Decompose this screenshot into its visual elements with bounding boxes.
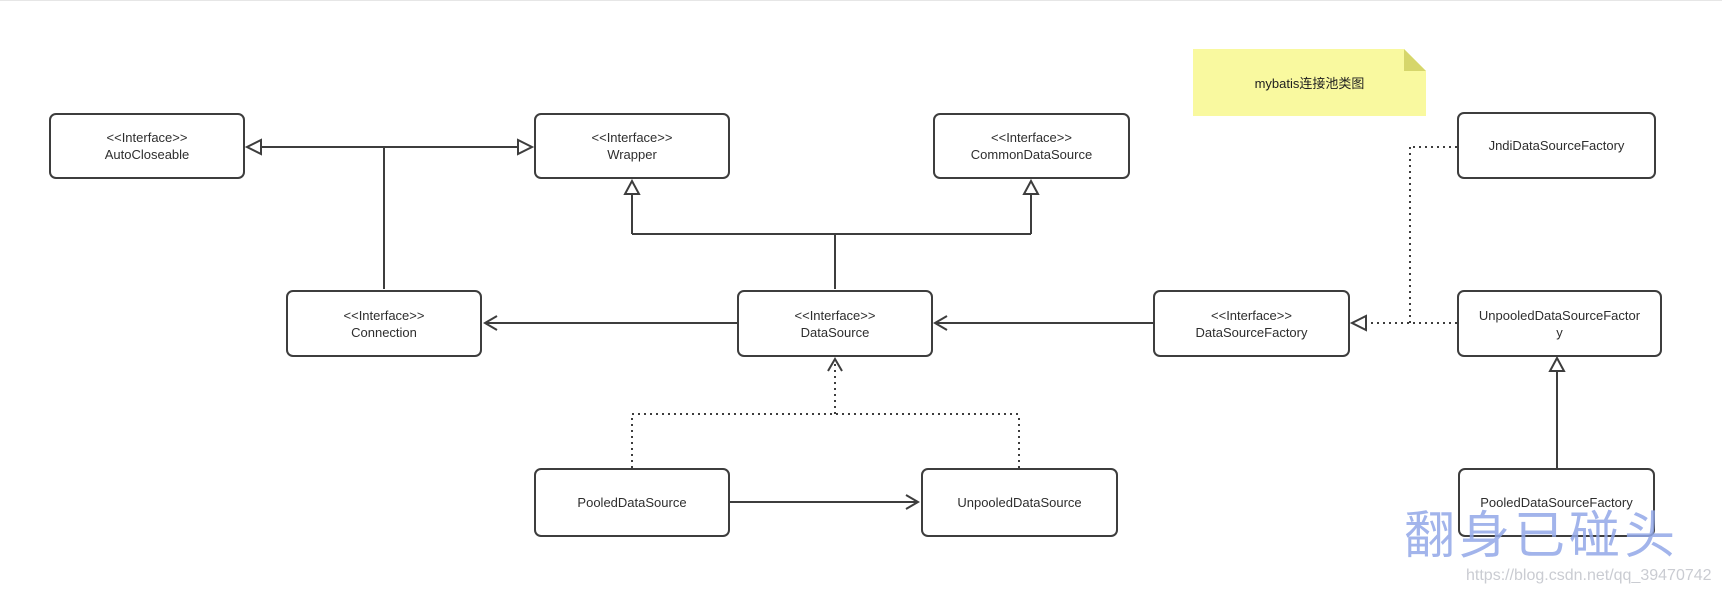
edge-datasource-implementations-arrowhead (827, 357, 843, 372)
stereotype-label: <<Interface>> (591, 130, 673, 145)
edge-connection-extends-autocloseable-and-wrapper (244, 138, 535, 289)
stereotype-label: <<Interface>> (991, 130, 1072, 145)
class-box-datasource: <<Interface>> DataSource (737, 290, 933, 357)
stereotype-label: <<Interface>> (106, 130, 188, 145)
edge-datasource-to-connection (483, 315, 737, 331)
class-name: JndiDataSourceFactory (1488, 138, 1625, 153)
stereotype-label: <<Interface>> (794, 307, 876, 323)
class-box-wrapper: <<Interface>> Wrapper (534, 113, 730, 179)
edge-datasource-implementations (631, 360, 1020, 468)
class-box-pooleddatasourcefactory: PooledDataSourceFactory (1458, 468, 1655, 537)
class-name: Wrapper (607, 147, 657, 162)
class-box-jndidatasourcefactory: JndiDataSourceFactory (1457, 112, 1656, 179)
class-box-connection: <<Interface>> Connection (286, 290, 482, 357)
edge-datasourcefactory-to-datasource (933, 315, 1153, 331)
class-name: UnpooledDataSourceFactor (1478, 307, 1641, 323)
edge-pooleddatasourcefactory-extends-unpooleddatasourcefactory (1548, 355, 1566, 468)
class-name: Connection (351, 324, 417, 340)
class-name-line2: y (1556, 324, 1563, 340)
class-box-autocloseable: <<Interface>> AutoCloseable (49, 113, 245, 179)
sticky-note: mybatis连接池类图 (1193, 49, 1426, 116)
class-name: CommonDataSource (970, 147, 1093, 162)
class-box-unpooleddatasourcefactory: UnpooledDataSourceFactor y (1457, 290, 1662, 357)
class-name: PooledDataSource (577, 495, 687, 510)
stereotype-label: <<Interface>> (1211, 307, 1292, 323)
sticky-note-paper (1193, 49, 1426, 116)
class-name: DataSource (800, 324, 870, 340)
edge-pooleddatasource-to-unpooleddatasource (730, 494, 920, 510)
edge-jndidatasourcefactory-realizes-datasourcefactory (1409, 146, 1457, 323)
stereotype-label: <<Interface>> (343, 307, 425, 323)
edge-unpooleddatasourcefactory-realizes-datasourcefactory (1349, 314, 1457, 332)
class-box-unpooleddatasource: UnpooledDataSource (921, 468, 1118, 537)
class-box-commondatasource: <<Interface>> CommonDataSource (933, 113, 1130, 179)
class-box-pooleddatasource: PooledDataSource (534, 468, 730, 537)
sticky-note-text: mybatis连接池类图 (1254, 76, 1365, 91)
class-name: AutoCloseable (104, 147, 190, 162)
class-box-datasourcefactory: <<Interface>> DataSourceFactory (1153, 290, 1350, 357)
class-name: DataSourceFactory (1195, 324, 1308, 340)
class-name: UnpooledDataSource (957, 495, 1082, 510)
class-name: PooledDataSourceFactory (1480, 495, 1633, 510)
edge-datasource-extends-wrapper-and-commondatasource (623, 178, 1040, 289)
